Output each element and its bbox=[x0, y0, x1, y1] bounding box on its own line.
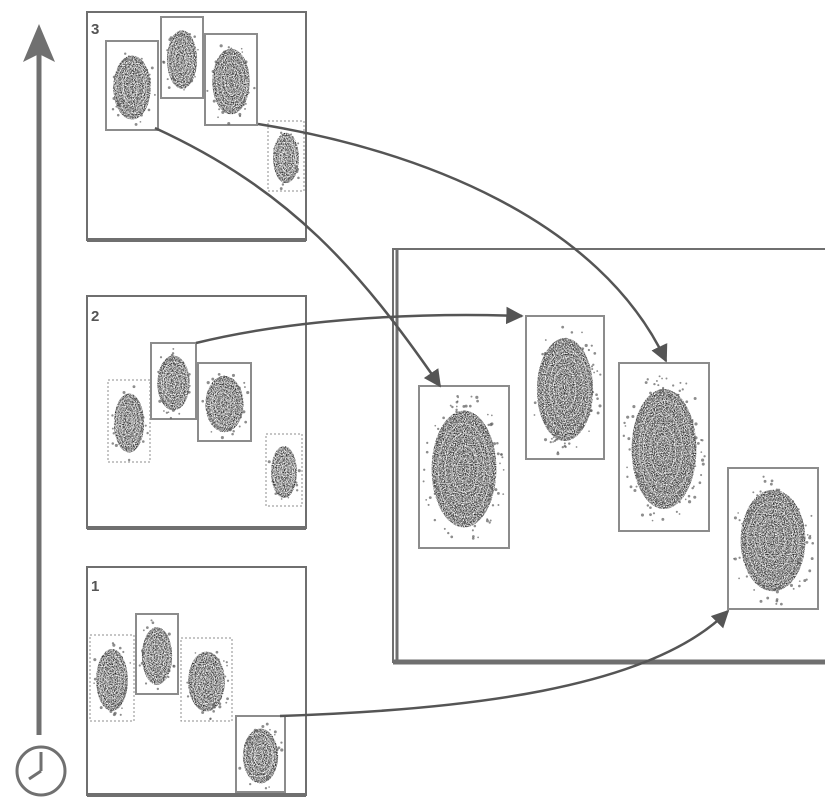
frame-3-fingerprint-2 bbox=[162, 30, 199, 91]
arrow-frame2-to-composite-2 bbox=[195, 306, 524, 345]
frame-2-fingerprint-4 bbox=[267, 446, 301, 500]
frame-2-fingerprint-2 bbox=[157, 347, 191, 420]
composite-fingerprint-2 bbox=[533, 325, 602, 456]
frame-1-impression-box-3 bbox=[180, 637, 233, 722]
frame-label: 1 bbox=[91, 578, 99, 595]
frame-2-impression-box-2 bbox=[150, 342, 197, 420]
frame-2-fingerprint-1 bbox=[111, 385, 149, 462]
composite-fingerprint-4 bbox=[733, 475, 815, 606]
mapping-arrows bbox=[154, 122, 730, 718]
composite-impression-box-1 bbox=[418, 385, 510, 549]
frame-2-impression-box-3 bbox=[197, 362, 252, 442]
frame-3-fingerprint-3 bbox=[206, 44, 256, 126]
frame-1-fingerprint-3 bbox=[186, 650, 230, 721]
time-axis bbox=[15, 24, 67, 797]
frame-1-fingerprint-1 bbox=[93, 642, 132, 717]
frame-1-impression-box-4 bbox=[235, 715, 286, 793]
composite-frame bbox=[392, 248, 825, 665]
composite-impression-box-4 bbox=[727, 467, 819, 610]
arrow-frame3-to-composite-1 bbox=[154, 126, 442, 388]
clock-icon bbox=[15, 745, 67, 797]
frame-3-impression-box-3 bbox=[204, 33, 258, 126]
frame-3-impression-box-4 bbox=[267, 120, 305, 192]
composite-fingerprint-3 bbox=[622, 375, 706, 522]
frame-3-impression-box-2 bbox=[160, 16, 204, 99]
frame-3-fingerprint-1 bbox=[111, 52, 156, 126]
frame-1-impression-box-2 bbox=[135, 613, 179, 695]
frame-1-fingerprint-2 bbox=[138, 619, 176, 691]
frame-3-impression-box-1 bbox=[105, 40, 159, 131]
composite-fingerprint-1 bbox=[422, 394, 505, 540]
composite-impression-box-3 bbox=[618, 362, 710, 532]
frame-2-impression-box-4 bbox=[265, 433, 303, 507]
arrow-frame3-to-composite-3 bbox=[257, 122, 668, 363]
frame-1-impression-box-1 bbox=[89, 634, 135, 722]
up-arrow-icon bbox=[23, 24, 55, 62]
frame-label: 3 bbox=[91, 21, 99, 38]
frame-1-fingerprint-4 bbox=[238, 722, 284, 790]
fingerprint-impressions bbox=[89, 16, 819, 793]
frame-2-impression-box-1 bbox=[107, 379, 151, 463]
frame-label: 2 bbox=[91, 308, 99, 325]
composite-impression-box-2 bbox=[525, 315, 605, 460]
arrow-frame1-to-composite-4 bbox=[279, 609, 730, 718]
frame-2-fingerprint-3 bbox=[201, 373, 250, 440]
